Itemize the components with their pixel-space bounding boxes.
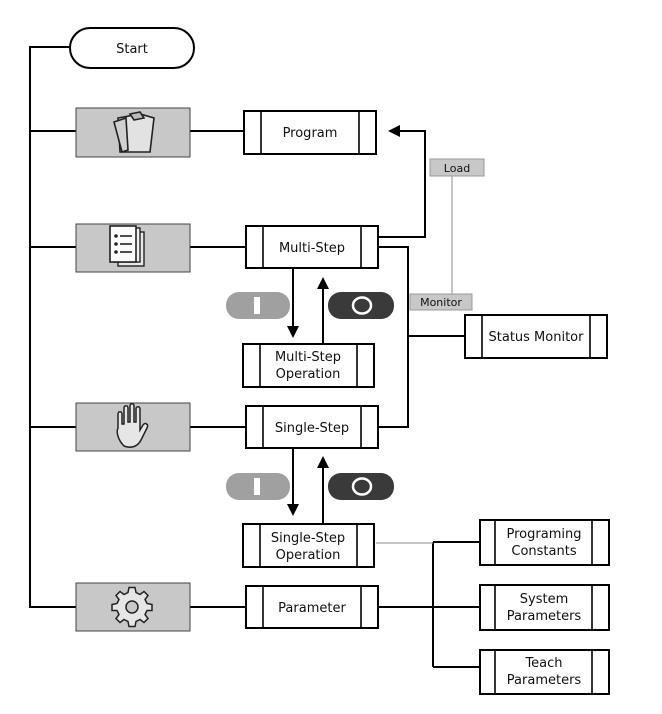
multi-step-operation-label-line2: Operation (276, 367, 341, 382)
single-step-label: Single-Step (275, 421, 349, 436)
programing-constants-label-line1: Programing (507, 527, 582, 542)
start-terminator: Start (69, 27, 195, 69)
parameter-label: Parameter (278, 601, 346, 616)
teach-parameters-box: Teach Parameters (479, 649, 610, 695)
multi-step-start-switch (226, 292, 290, 319)
load-label: Load (444, 162, 470, 175)
monitor-tag: Monitor (409, 293, 473, 311)
parameter-icon-panel (75, 582, 191, 632)
programing-constants-box: Programing Constants (479, 519, 610, 566)
multi-step-icon-panel (75, 223, 191, 273)
clipboard-icon (113, 111, 155, 154)
system-parameters-label-line2: Parameters (507, 609, 582, 624)
program-icon-panel (75, 107, 191, 158)
single-step-operation-box: Single-Step Operation (242, 523, 375, 568)
single-step-operation-label-line2: Operation (276, 548, 341, 563)
programing-constants-label-line2: Constants (511, 544, 576, 559)
single-step-icon-panel (75, 402, 191, 452)
multi-step-operation-label-line1: Multi-Step (275, 350, 341, 365)
monitor-label: Monitor (420, 296, 462, 309)
single-step-start-switch (226, 473, 290, 500)
document-list-icon (109, 225, 145, 267)
connector-lines (29, 46, 480, 668)
status-monitor-box: Status Monitor (464, 314, 608, 359)
program-box: Program (243, 110, 377, 155)
gear-icon (111, 586, 153, 628)
teach-parameters-label-line2: Parameters (507, 673, 582, 688)
system-parameters-label-line1: System (520, 592, 568, 607)
multi-step-operation-box: Multi-Step Operation (242, 343, 375, 388)
teach-parameters-label-line1: Teach (524, 656, 562, 671)
multi-step-stop-switch (328, 292, 394, 319)
single-step-stop-switch (328, 473, 394, 500)
single-step-box: Single-Step (245, 405, 379, 449)
start-label: Start (116, 42, 148, 57)
load-tag: Load (429, 158, 485, 177)
multi-step-label: Multi-Step (279, 241, 345, 256)
multi-step-box: Multi-Step (245, 225, 379, 269)
parameter-box: Parameter (245, 585, 379, 629)
hand-icon (116, 403, 149, 448)
status-monitor-label: Status Monitor (489, 330, 585, 345)
single-step-operation-label-line1: Single-Step (271, 531, 345, 546)
system-parameters-box: System Parameters (479, 584, 610, 631)
program-label: Program (283, 126, 338, 141)
thin-connector-lines (376, 176, 453, 544)
